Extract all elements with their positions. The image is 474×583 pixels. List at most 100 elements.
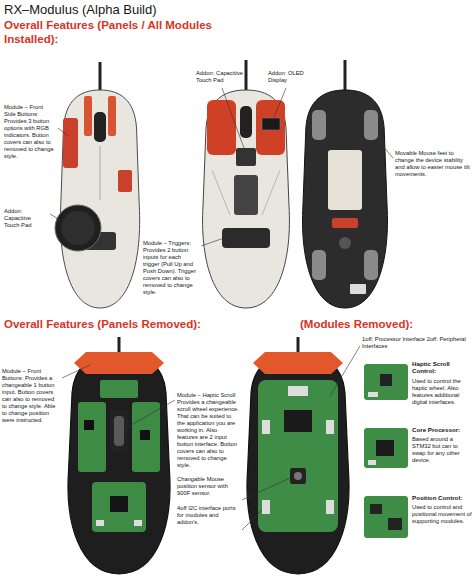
module-boards-part <box>388 518 402 530</box>
mouse-side-view-part <box>60 90 139 308</box>
mouse-panels-removed-part <box>100 380 138 398</box>
mouse-bottom-view-part <box>364 110 378 140</box>
callout-text: 4off I2C interface ports for modules and… <box>177 505 239 526</box>
leader-lines-part <box>330 346 360 396</box>
callout-text: Movable Mouse feet to change the device … <box>395 150 471 178</box>
mouse-top-view-part <box>256 100 285 155</box>
mouse-bottom-view-part <box>344 60 347 90</box>
leader-lines-part <box>378 140 393 158</box>
mouse-top-view-part <box>207 100 236 155</box>
leader-lines-part <box>126 400 175 428</box>
mouse-side-view-part <box>61 211 95 245</box>
leader-lines-part <box>62 365 90 378</box>
mouse-panels-removed-part <box>132 402 160 472</box>
mouse-panels-removed <box>68 337 170 574</box>
module-heading: Core Processor: <box>412 426 472 433</box>
mouse-panels-removed-part <box>92 482 146 532</box>
mouse-bottom-view-part <box>332 218 358 228</box>
mouse-side-view-part <box>55 205 101 251</box>
mouse-panels-removed-part <box>134 520 142 526</box>
mouse-panels-removed-part <box>110 410 128 452</box>
mouse-panels-removed-part <box>96 520 104 526</box>
mouse-modules-removed-part <box>258 380 338 532</box>
callout-text: Changable Mouse position sensor with 900… <box>177 476 239 497</box>
leader-lines <box>50 88 393 530</box>
callout-text: Addon: OLED Display <box>268 70 320 84</box>
module-boards-part <box>368 392 378 397</box>
leader-lines-part <box>242 510 262 530</box>
module-description: Used to control the haptic wheel. Also f… <box>412 378 472 406</box>
mouse-panels-removed-part <box>140 430 150 440</box>
mouse-panels-removed-part <box>110 496 128 512</box>
mouse-side-view-part <box>63 118 78 168</box>
module-description: Based around a STM32 but can to swap for… <box>412 436 472 464</box>
mouse-bottom-view-part <box>328 150 362 210</box>
mouse-bottom-view-part <box>312 110 326 140</box>
section-heading: (Modules Removed): <box>300 318 470 332</box>
mouse-modules-removed-part <box>262 500 270 514</box>
mouse-bottom-view-part <box>339 237 351 249</box>
module-boards-part <box>364 496 408 538</box>
module-heading: Haptic Scroll Control: <box>412 360 472 375</box>
mouse-modules-removed-part <box>288 386 308 396</box>
mouse-modules-removed-part <box>294 472 302 480</box>
mouse-side-view <box>55 62 140 308</box>
module-description: Used to control and positional movement … <box>412 504 472 525</box>
mouse-panels-removed-part <box>74 352 164 374</box>
callout-text: 1off: Processor Interface 2off: Peripher… <box>362 336 472 350</box>
callout-text: Addon: Capacitive Touch Pad <box>196 70 248 84</box>
leader-lines-part <box>242 478 290 500</box>
mouse-modules-removed-part <box>284 410 312 432</box>
mouse-panels-removed-part <box>68 354 170 574</box>
leader-lines-part <box>58 128 68 136</box>
mouse-top-view-part <box>236 148 256 166</box>
mouse-bottom-view-part <box>350 284 366 294</box>
module-boards-part <box>364 428 408 468</box>
module-boards-part <box>364 364 408 400</box>
mouse-bottom-view-part <box>303 90 388 308</box>
mouse-modules-removed-part <box>297 337 300 354</box>
mouse-top-view-part <box>240 106 252 138</box>
mouse-side-view-part <box>84 96 92 136</box>
mouse-side-view-part <box>94 112 106 142</box>
mouse-modules-removed <box>247 337 349 574</box>
section-heading: Overall Features (Panels Removed): <box>4 318 284 332</box>
module-boards-part <box>380 374 392 386</box>
callout-text: Module – Front Side Buttons: Provides 3 … <box>4 104 56 160</box>
leader-lines-part <box>201 238 224 246</box>
mouse-side-view-part <box>108 96 116 136</box>
mouse-modules-removed-part <box>326 420 334 434</box>
mouse-panels-removed-part <box>114 416 124 446</box>
mouse-modules-removed-part <box>290 468 306 484</box>
callout-text: Addon: Capacitive Touch Pad <box>4 208 48 229</box>
leader-lines-part <box>222 88 244 148</box>
mouse-modules-removed-part <box>262 420 270 434</box>
module-heading: Position Control: <box>412 494 472 501</box>
leader-lines-part <box>274 88 286 117</box>
mouse-top-view <box>203 60 290 308</box>
mouse-top-view-part <box>222 228 270 248</box>
mouse-bottom-view-part <box>364 250 378 280</box>
module-boards-part <box>370 504 382 514</box>
mouse-top-view-part <box>262 118 280 130</box>
mouse-top-view-part <box>245 60 248 90</box>
mouse-top-view-part <box>212 170 230 215</box>
mouse-top-view-part <box>262 170 280 215</box>
mouse-panels-removed-part <box>84 420 94 430</box>
title: RX–Modulus (Alpha Build) <box>4 2 324 18</box>
mouse-modules-removed-part <box>247 354 349 574</box>
mouse-panels-removed-part <box>78 402 106 472</box>
mouse-modules-removed-part <box>253 352 343 374</box>
mouse-modules-removed-part <box>326 500 334 514</box>
module-boards-part <box>376 440 394 456</box>
mouse-top-view-part <box>203 90 290 308</box>
mouse-side-view-part <box>118 170 132 192</box>
mouse-side-view-part <box>100 146 101 200</box>
section-heading: Overall Features (Panels / All Modules I… <box>4 19 254 47</box>
mouse-side-view-part <box>99 62 102 90</box>
module-boards <box>364 364 408 538</box>
callout-text: Module – Front Buttons: Provides a chang… <box>2 368 60 424</box>
module-boards-part <box>368 460 376 465</box>
callout-text: Module – Haptic Scroll: Provides a chang… <box>177 392 239 468</box>
